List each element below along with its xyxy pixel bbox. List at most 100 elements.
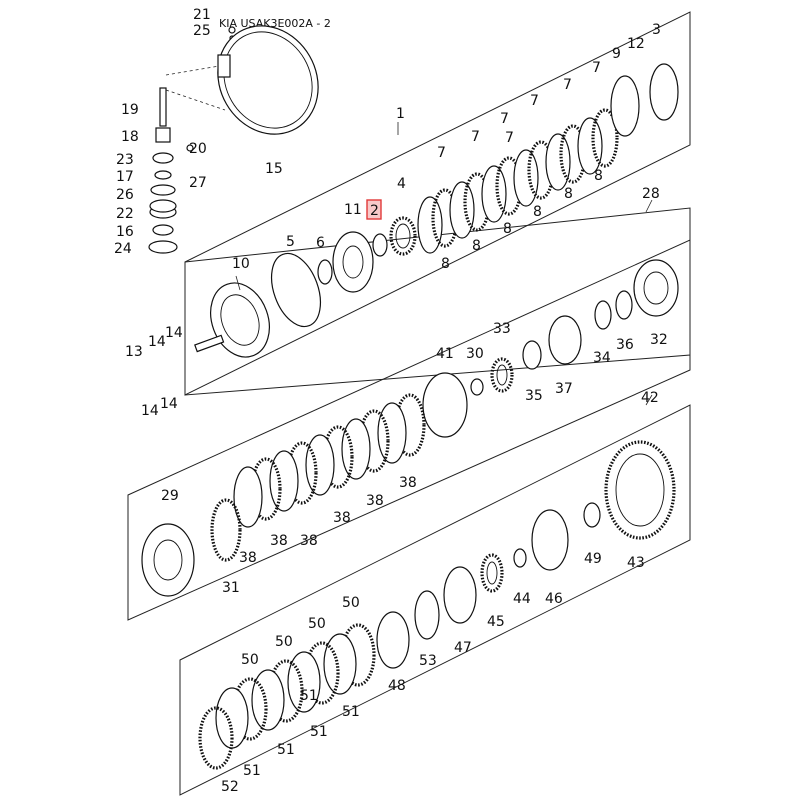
callout-3: 3 — [652, 22, 661, 38]
callout-8c: 8 — [503, 221, 512, 237]
ring-5 — [270, 252, 322, 328]
callout-41: 41 — [436, 346, 454, 362]
callout-2[interactable]: 2 — [370, 203, 379, 219]
callout-8b: 8 — [472, 238, 481, 254]
ring-44 — [513, 548, 527, 568]
ring-35 — [522, 340, 542, 370]
panel-29 — [127, 239, 691, 621]
callout-38f: 38 — [399, 475, 417, 491]
callout-4: 4 — [397, 176, 406, 192]
drum-29 — [141, 523, 195, 597]
callout-14b: 14 — [165, 325, 183, 341]
callout-7a: 7 — [437, 145, 446, 161]
callout-11: 11 — [344, 202, 362, 218]
clutch-plates-38 — [210, 393, 426, 562]
callout-46: 46 — [545, 591, 563, 607]
callout-8a: 8 — [441, 256, 450, 272]
callout-52: 52 — [221, 779, 239, 795]
callout-14d: 14 — [160, 396, 178, 412]
callout-36: 36 — [616, 337, 634, 353]
callout-51b: 51 — [277, 742, 295, 758]
callout-9: 9 — [612, 46, 621, 62]
callout-47: 47 — [454, 640, 472, 656]
callout-5: 5 — [286, 234, 295, 250]
callout-16: 16 — [116, 224, 134, 240]
callout-1: 1 — [396, 106, 405, 122]
callout-25: 25 — [193, 23, 211, 39]
callout-29: 29 — [161, 488, 179, 504]
callout-38b: 38 — [270, 533, 288, 549]
drum-43 — [604, 440, 676, 540]
callout-31: 31 — [222, 580, 240, 596]
callout-6: 6 — [316, 235, 325, 251]
callout-34: 34 — [593, 350, 611, 366]
callout-48: 48 — [388, 678, 406, 694]
ring-34 — [594, 300, 612, 330]
callout-7f: 7 — [592, 60, 601, 76]
callout-21: 21 — [193, 7, 211, 23]
ring-2 — [372, 233, 388, 257]
ring-49 — [583, 502, 601, 528]
callout-12: 12 — [627, 36, 645, 52]
callout-20: 20 — [189, 141, 207, 157]
clutch-plates-7-8 — [417, 63, 679, 254]
callout-28: 28 — [642, 186, 660, 202]
callout-50c: 50 — [308, 616, 326, 632]
callout-50d: 50 — [342, 595, 360, 611]
callout-19: 19 — [121, 102, 139, 118]
snap-ring-46 — [531, 509, 569, 571]
drum-32 — [633, 259, 679, 317]
callout-51a: 51 — [243, 763, 261, 779]
callout-7d: 7 — [530, 93, 539, 109]
brake-band-15 — [217, 25, 319, 135]
leader-lines — [235, 122, 653, 406]
callout-50b: 50 — [275, 634, 293, 650]
callout-51e: 51 — [300, 688, 318, 704]
ring-36 — [615, 290, 633, 320]
callout-14c: 14 — [141, 403, 159, 419]
clutch-10-assembly — [194, 282, 270, 358]
callout-45: 45 — [487, 614, 505, 630]
bearing-33 — [490, 357, 514, 393]
callout-35: 35 — [525, 388, 543, 404]
snap-ring-37 — [548, 315, 582, 365]
callout-24: 24 — [114, 241, 132, 257]
bearing-4 — [389, 216, 417, 256]
highlight-box-2[interactable] — [366, 199, 382, 220]
callout-43: 43 — [627, 555, 645, 571]
callout-23: 23 — [116, 152, 134, 168]
callout-37: 37 — [555, 381, 573, 397]
callout-51c: 51 — [310, 724, 328, 740]
clutch-plates-50-51 — [198, 623, 376, 770]
callout-38e: 38 — [366, 493, 384, 509]
callout-7c: 7 — [500, 111, 509, 127]
callout-14a: 14 — [148, 334, 166, 350]
ring-53 — [414, 590, 440, 640]
callout-53: 53 — [419, 653, 437, 669]
callout-17: 17 — [116, 169, 134, 185]
callout-51d: 51 — [342, 704, 360, 720]
callout-33: 33 — [493, 321, 511, 337]
ring-30 — [470, 378, 484, 396]
callout-42: 42 — [641, 390, 659, 406]
callout-38c: 38 — [300, 533, 318, 549]
callout-30: 30 — [466, 346, 484, 362]
callout-13: 13 — [125, 344, 143, 360]
callouts: 1 2 3 4 5 6 7 7 7 7 7 7 7 8 8 8 8 8 8 9 … — [114, 7, 668, 795]
callout-38d: 38 — [333, 510, 351, 526]
callout-44: 44 — [513, 591, 531, 607]
hub-11 — [332, 231, 374, 293]
ring-6 — [317, 259, 333, 285]
callout-38a: 38 — [239, 550, 257, 566]
callout-7g: 7 — [505, 130, 514, 146]
callout-27: 27 — [189, 175, 207, 191]
callout-50a: 50 — [241, 652, 259, 668]
callout-8e: 8 — [564, 186, 573, 202]
callout-26: 26 — [116, 187, 134, 203]
snap-ring-47 — [443, 566, 477, 624]
diagram-title: KIA USAK3E002A - 2 — [219, 17, 331, 30]
callout-22: 22 — [116, 206, 134, 222]
panel-42 — [179, 404, 691, 796]
callout-49: 49 — [584, 551, 602, 567]
